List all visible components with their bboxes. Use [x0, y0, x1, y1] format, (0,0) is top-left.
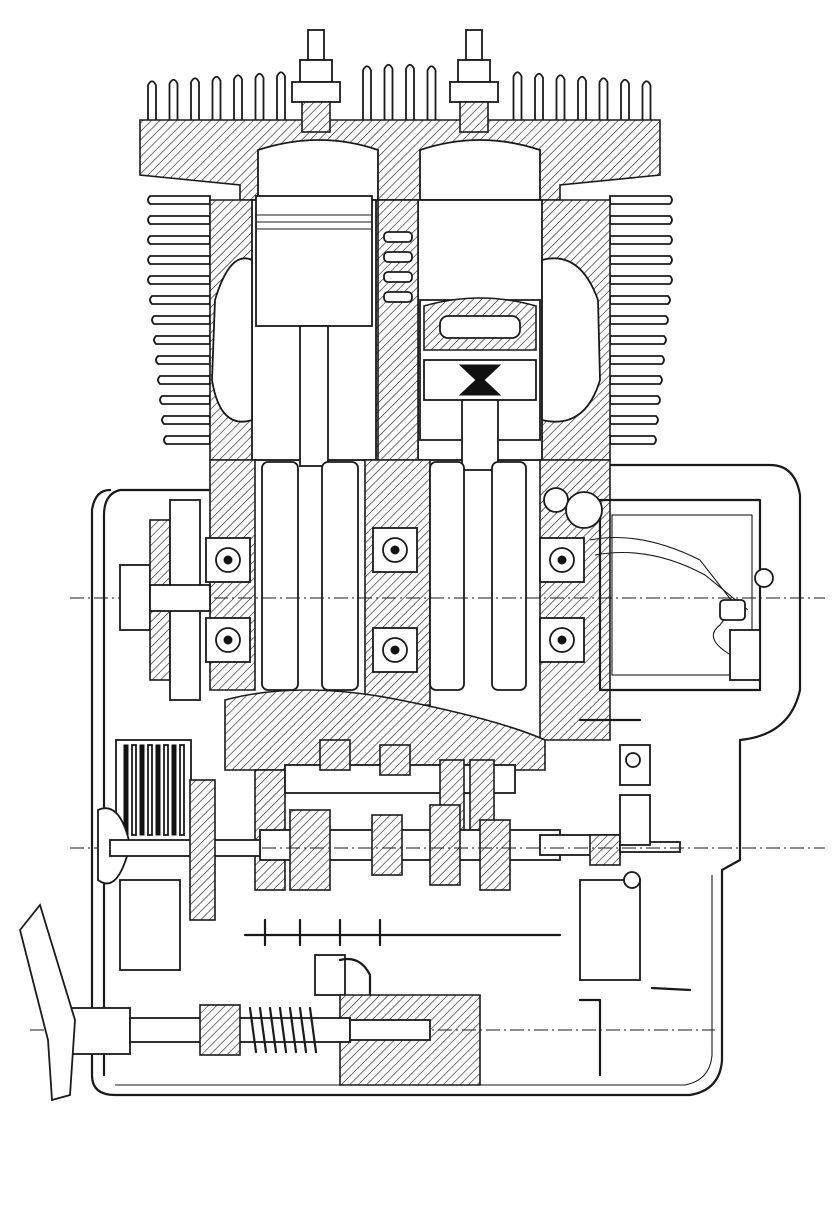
center-partition [377, 199, 419, 461]
right-side-details [578, 718, 692, 1077]
cylinder-head [139, 119, 661, 201]
crank-webs [261, 461, 527, 691]
crankshaft-left-end [119, 499, 211, 701]
spark-plug-left [291, 29, 341, 133]
gearbox [70, 739, 825, 891]
selector-mechanism [243, 918, 562, 1086]
crankcase-outline [90, 463, 802, 1097]
spark-plug-right [449, 29, 499, 133]
main-bearings [205, 527, 585, 673]
piston-left [255, 195, 373, 467]
clutch-assembly [97, 739, 261, 971]
generator-housing [543, 487, 774, 692]
kickstart-lever [19, 903, 76, 1102]
piston-right [419, 297, 541, 471]
cylinder-barrel-fins [147, 195, 673, 445]
